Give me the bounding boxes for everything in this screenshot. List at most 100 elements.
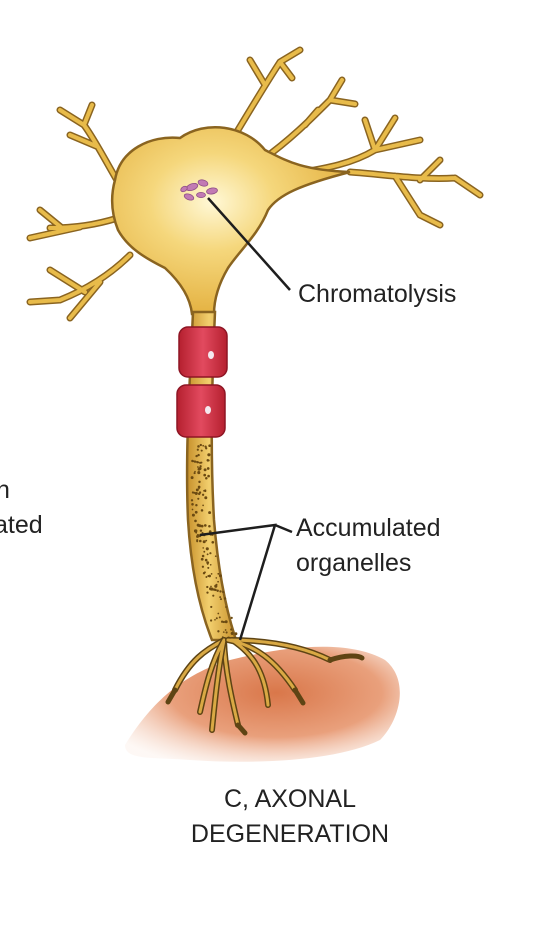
accumulated-organelles-label-line2: organelles — [296, 549, 412, 577]
organelle-dot — [197, 471, 201, 475]
organelle-dot — [209, 552, 212, 555]
organelle-dot — [199, 529, 203, 532]
organelle-dot — [198, 480, 201, 484]
organelle-dot — [207, 474, 210, 478]
leader-lines — [199, 197, 293, 641]
organelle-dot — [219, 596, 222, 599]
figure-caption-line2: DEGENERATION — [190, 820, 390, 848]
organelle-dot — [205, 476, 208, 480]
organelle-dot — [207, 453, 211, 457]
organelle-dot — [203, 571, 206, 574]
left-cropped-text-1: n — [0, 476, 10, 504]
organelle-dot — [194, 510, 198, 514]
organelle-dot — [201, 565, 205, 568]
organelle-dot — [198, 487, 200, 490]
organelle-dot — [208, 525, 211, 528]
organelle-dot — [195, 503, 198, 507]
chromatolysis-label: Chromatolysis — [298, 280, 457, 308]
organelle-dot — [204, 496, 208, 500]
target-tissue — [125, 646, 400, 762]
organelle-dot — [191, 513, 195, 517]
organelle-dot — [209, 563, 212, 566]
organelle-dot — [200, 461, 203, 464]
organelle-dot — [225, 631, 228, 634]
organelle-dot — [207, 459, 210, 462]
organelle-dot — [191, 508, 194, 511]
organelle-dot — [224, 620, 228, 624]
organelle-dot — [205, 447, 208, 450]
organelle-dot — [199, 443, 202, 447]
organelle-dot — [196, 448, 199, 451]
organelle-dot — [206, 553, 209, 556]
organelle-dot — [197, 492, 201, 496]
organelle-dot — [192, 460, 195, 463]
organelle-dot — [194, 470, 196, 473]
organelle-dot — [230, 628, 233, 631]
organelle-dot — [212, 594, 215, 597]
organelle-dot — [203, 524, 207, 527]
accumulated-organelles-label-line1: Accumulated — [296, 514, 441, 542]
organelle-dot — [214, 584, 218, 588]
organelle-dot — [199, 539, 202, 543]
organelle-dot — [206, 467, 210, 470]
organelle-dot — [201, 554, 205, 558]
organelle-dot — [193, 472, 196, 475]
organelle-dot — [200, 449, 203, 452]
organelle-dot — [222, 620, 226, 624]
organelle-dot — [194, 460, 197, 463]
organelle-dot — [214, 618, 216, 621]
organelle-dot — [197, 445, 200, 448]
organelle-dot — [194, 519, 197, 523]
myelin-sheath — [176, 326, 228, 438]
nissl-granules — [180, 179, 218, 201]
organelle-dot — [214, 588, 217, 592]
organelle-dot — [207, 566, 210, 569]
organelle-dot — [204, 558, 208, 562]
organelle-dot — [210, 587, 214, 591]
organelle-dot — [205, 547, 209, 551]
organelle-dot — [217, 630, 220, 633]
organelle-dot — [200, 509, 204, 512]
organelle-dot — [209, 619, 213, 622]
organelle-dot — [202, 547, 205, 549]
organelle-dot — [205, 576, 208, 578]
organelle-dot — [219, 598, 223, 601]
organelle-dot — [196, 539, 199, 542]
organelle-dot — [216, 589, 219, 592]
organelle-dot — [230, 631, 234, 635]
organelle-dot — [214, 555, 217, 558]
organelle-dot — [224, 629, 227, 631]
organelle-dot — [191, 503, 194, 506]
organelle-dot — [210, 573, 213, 575]
organelle-dot — [205, 539, 208, 542]
organelle-dot — [197, 466, 199, 468]
organelle-dot — [197, 485, 201, 489]
organelle-dot — [204, 489, 207, 492]
dendrites — [26, 46, 484, 322]
organelle-dot — [202, 444, 205, 447]
organelle-dot — [208, 444, 211, 448]
organelle-dot — [234, 632, 238, 636]
organelle-dot — [217, 580, 219, 583]
organelle-dot — [197, 461, 200, 464]
axon-terminals — [165, 637, 365, 736]
organelle-dot — [195, 454, 198, 458]
organelle-dot — [190, 476, 194, 480]
organelle-dot — [217, 612, 220, 615]
organelle-dot — [222, 631, 225, 633]
organelle-dot — [201, 493, 205, 496]
organelle-dot — [210, 585, 212, 588]
organelle-dot — [223, 597, 227, 600]
organelle-dot — [206, 563, 209, 565]
organelle-dot — [200, 557, 204, 561]
organelle-dot — [218, 574, 222, 578]
organelle-dot — [194, 491, 198, 495]
organelle-dot — [196, 488, 199, 491]
organelle-dot — [197, 497, 200, 500]
organelle-dot — [190, 499, 194, 502]
organelle-dot — [193, 529, 198, 533]
figure-caption-line1: C, AXONAL — [224, 785, 356, 813]
organelle-dot — [215, 617, 218, 620]
organelle-dot — [203, 540, 206, 544]
